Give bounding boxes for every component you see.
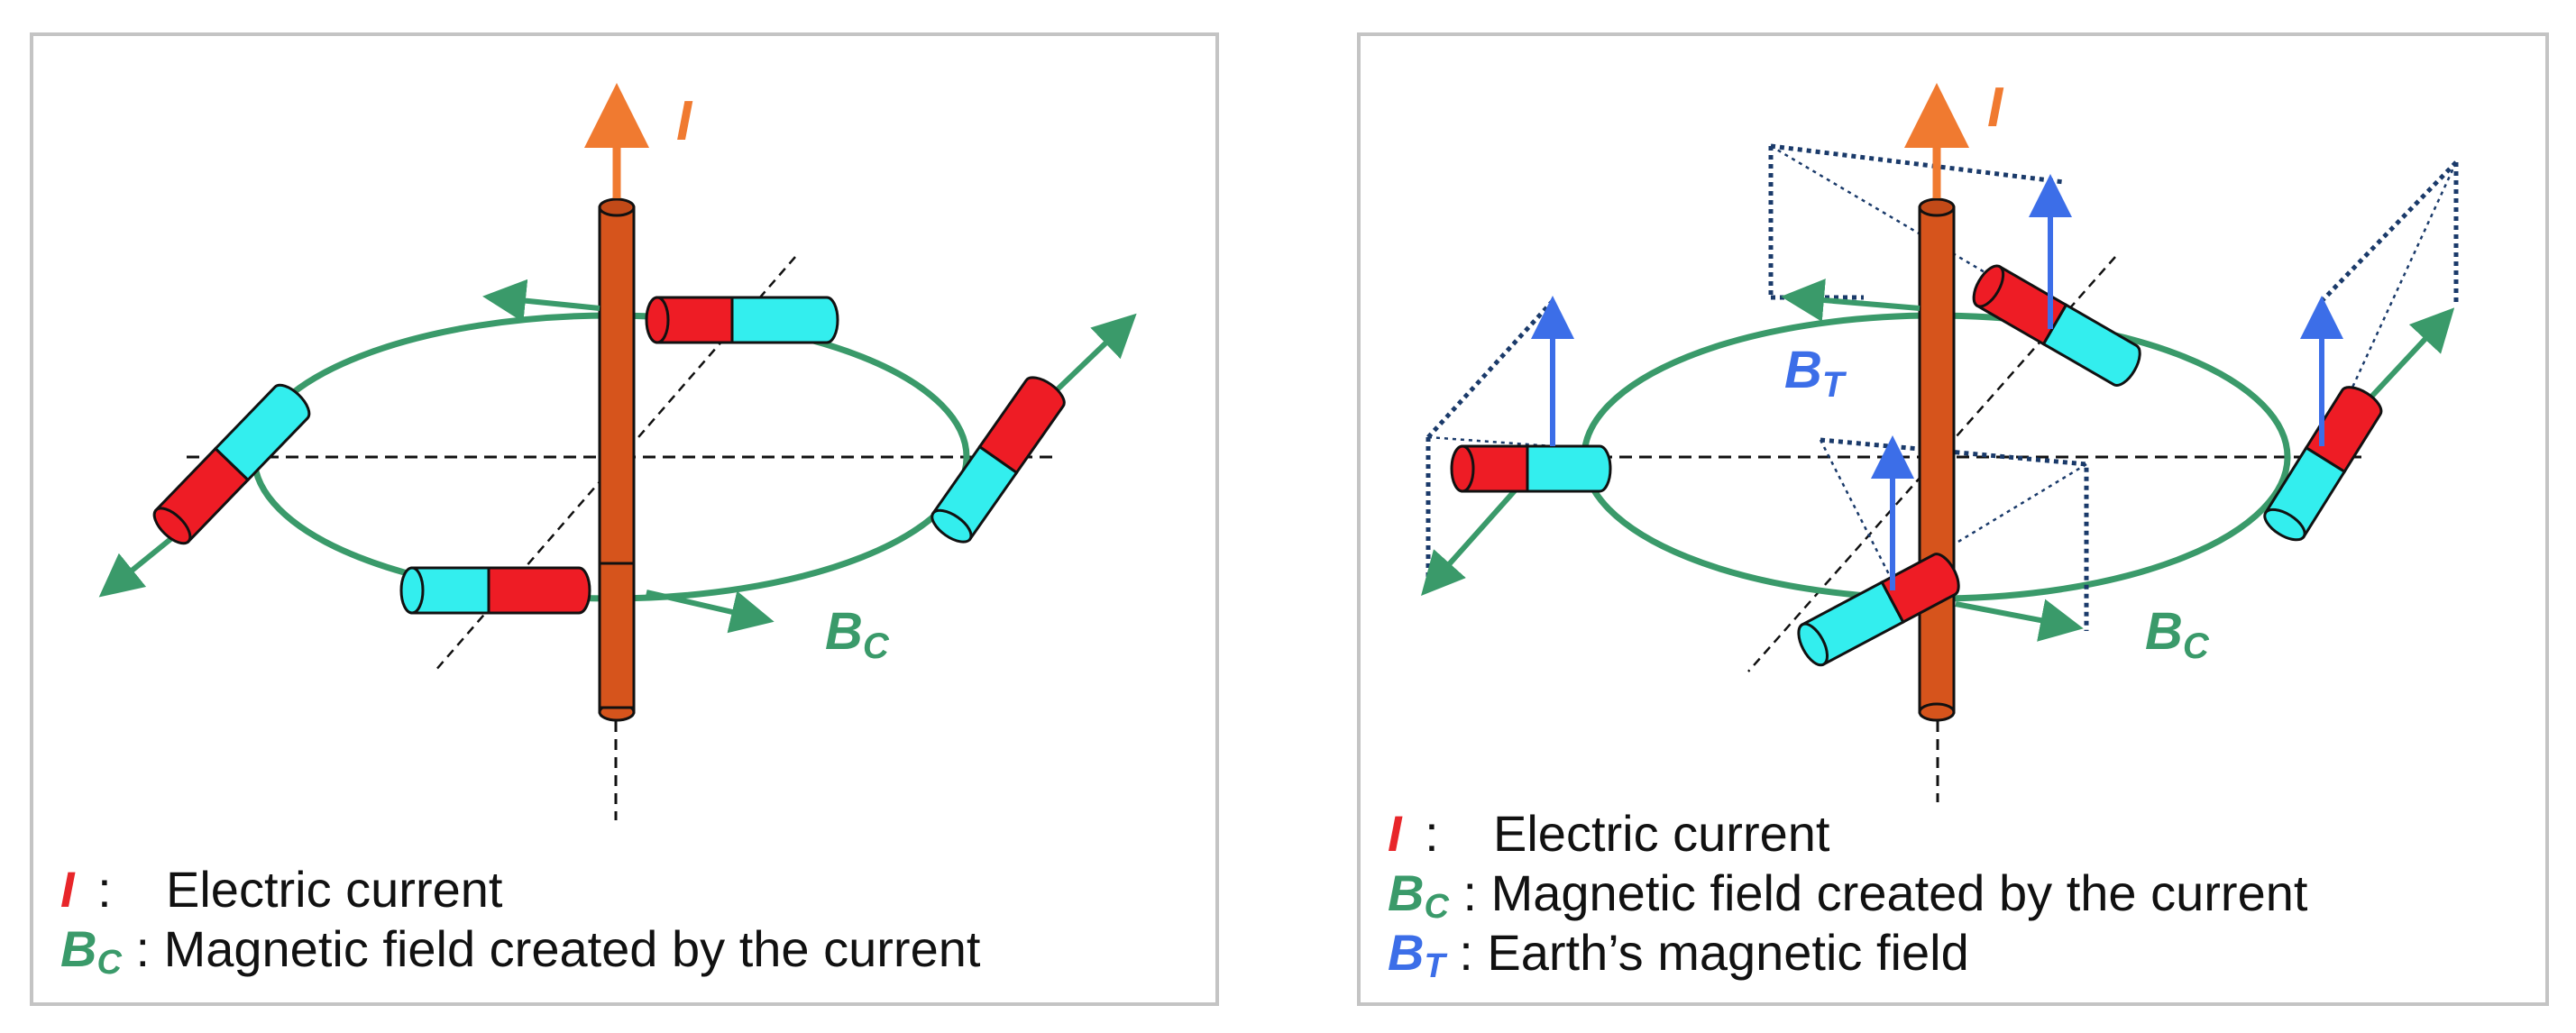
legend-colon: : — [1425, 805, 1439, 862]
field-arrow-front — [646, 590, 775, 634]
field-arrow-back — [482, 279, 600, 323]
legend-text: Electric current — [1493, 805, 1830, 862]
compass-needle-top — [1972, 264, 2141, 387]
legend-subscript: C — [96, 944, 122, 982]
legend-symbol: B — [60, 920, 97, 977]
earth-field-label: BT — [1784, 341, 1847, 405]
legend-symbol: I — [1388, 805, 1402, 862]
compass-needle-right — [2263, 386, 2383, 542]
legend-item-field: BC : Magnetic field created by the curre… — [1388, 864, 2308, 926]
legend-subscript: T — [1424, 947, 1445, 985]
legend-text: Magnetic field created by the current — [1490, 864, 2308, 921]
legend-text: Earth’s magnetic field — [1487, 924, 1969, 981]
legend-colon: : — [1459, 924, 1473, 981]
legend-symbol: B — [1388, 864, 1425, 921]
legend-colon: : — [135, 920, 151, 977]
legend-colon: : — [97, 861, 112, 918]
compass-needle-top — [645, 296, 839, 344]
right-diagram-panel: I BC BT I : Electric current BC : Magnet… — [1357, 32, 2549, 1006]
compass-needle-front — [1797, 553, 1960, 667]
legend-text: Electric current — [166, 861, 503, 918]
field-label: BC — [2145, 602, 2210, 666]
legend: I : Electric current BC : Magnetic field… — [60, 860, 981, 982]
compass-needle-left — [152, 383, 311, 545]
field-label: BC — [825, 602, 890, 666]
legend-item-current: I : Electric current — [60, 860, 980, 919]
compass-needle-front — [399, 566, 591, 615]
current-label: I — [1987, 77, 2004, 139]
field-arrow-front — [1955, 599, 2084, 642]
current-wire — [1918, 197, 1956, 722]
legend-text: Magnetic field created by the current — [163, 920, 981, 977]
legend-symbol: I — [60, 861, 75, 918]
legend-symbol: B — [1388, 924, 1425, 981]
left-diagram-panel: I BC I : Electric current BC : Magnetic … — [30, 32, 1219, 1006]
legend-colon: : — [1462, 864, 1478, 921]
field-arrow-back — [1781, 279, 1921, 322]
current-label: I — [676, 90, 693, 152]
legend: I : Electric current BC : Magnetic field… — [1388, 804, 2308, 985]
right-diagram: I BC BT — [1421, 77, 2459, 802]
compass-needle-left — [1450, 444, 1612, 493]
legend-item-earth-field: BT : Earth’s magnetic field — [1388, 923, 2307, 985]
legend-subscript: C — [1424, 888, 1449, 926]
legend-item-field: BC : Magnetic field created by the curre… — [60, 919, 981, 982]
compass-needle-right — [930, 376, 1066, 544]
left-diagram: I BC — [98, 83, 1137, 820]
legend-item-current: I : Electric current — [1388, 804, 2307, 864]
